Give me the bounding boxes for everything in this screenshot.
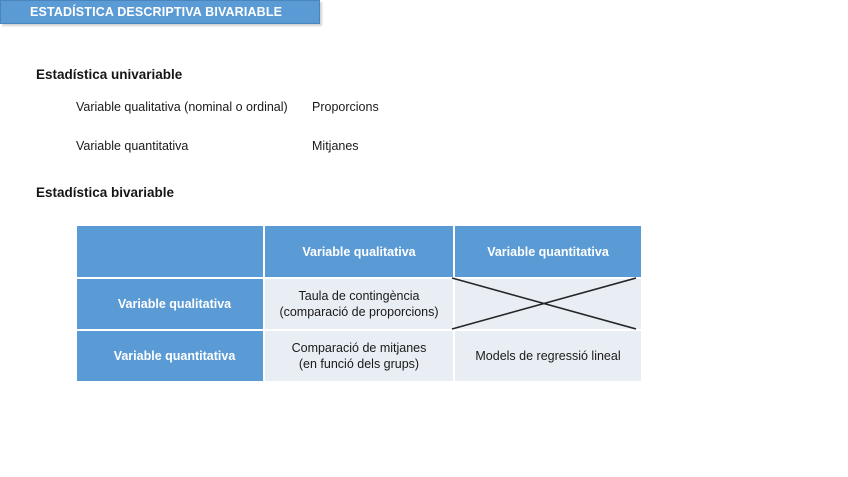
- row-header-variable-qualitativa: Variable qualitativa: [77, 279, 265, 331]
- heading-estadistica-bivariable: Estadística bivariable: [36, 185, 175, 200]
- heading-estadistica-univariable: Estadística univariable: [36, 67, 183, 82]
- cell-qualitativa-quantitativa-crossed: [455, 279, 641, 331]
- univariable-measure-label-0: Proporcions: [312, 100, 379, 114]
- cell-text-line1: Taula de contingència: [298, 289, 420, 303]
- column-header-variable-qualitativa: Variable qualitativa: [265, 226, 455, 279]
- table-row: Variable quantitativa Comparació de mitj…: [77, 331, 641, 381]
- univariable-row-quantitativa: Variable quantitativa Mitjanes: [76, 139, 359, 153]
- cell-text-line1: Comparació de mitjanes: [291, 341, 427, 355]
- row-header-variable-quantitativa: Variable quantitativa: [77, 331, 265, 381]
- cell-text-line2: (comparació de proporcions): [279, 305, 439, 319]
- univariable-row-qualitativa: Variable qualitativa (nominal o ordinal)…: [76, 100, 379, 114]
- cell-quantitativa-qualitativa: Comparació de mitjanes (en funció dels g…: [265, 331, 455, 381]
- univariable-measure-label-1: Mitjanes: [312, 139, 359, 153]
- cell-text-line2: (en funció dels grups): [298, 357, 420, 371]
- table-corner-cell: [77, 226, 265, 279]
- slide-title-text: ESTADÍSTICA DESCRIPTIVA BIVARIABLE: [30, 5, 283, 19]
- cell-quantitativa-quantitativa: Models de regressió lineal: [455, 331, 641, 381]
- cell-text-line1: Models de regressió lineal: [475, 349, 621, 363]
- univariable-variable-label-0: Variable qualitativa (nominal o ordinal): [76, 100, 288, 114]
- table-header-row: Variable qualitativa Variable quantitati…: [77, 226, 641, 279]
- slide-title-banner: ESTADÍSTICA DESCRIPTIVA BIVARIABLE: [0, 0, 320, 24]
- bivariable-matrix-table: Variable qualitativa Variable quantitati…: [77, 226, 641, 381]
- table-row: Variable qualitativa Taula de contingènc…: [77, 279, 641, 331]
- univariable-variable-label-1: Variable quantitativa: [76, 139, 189, 153]
- column-header-variable-quantitativa: Variable quantitativa: [455, 226, 641, 279]
- cell-qualitativa-qualitativa: Taula de contingència (comparació de pro…: [265, 279, 455, 331]
